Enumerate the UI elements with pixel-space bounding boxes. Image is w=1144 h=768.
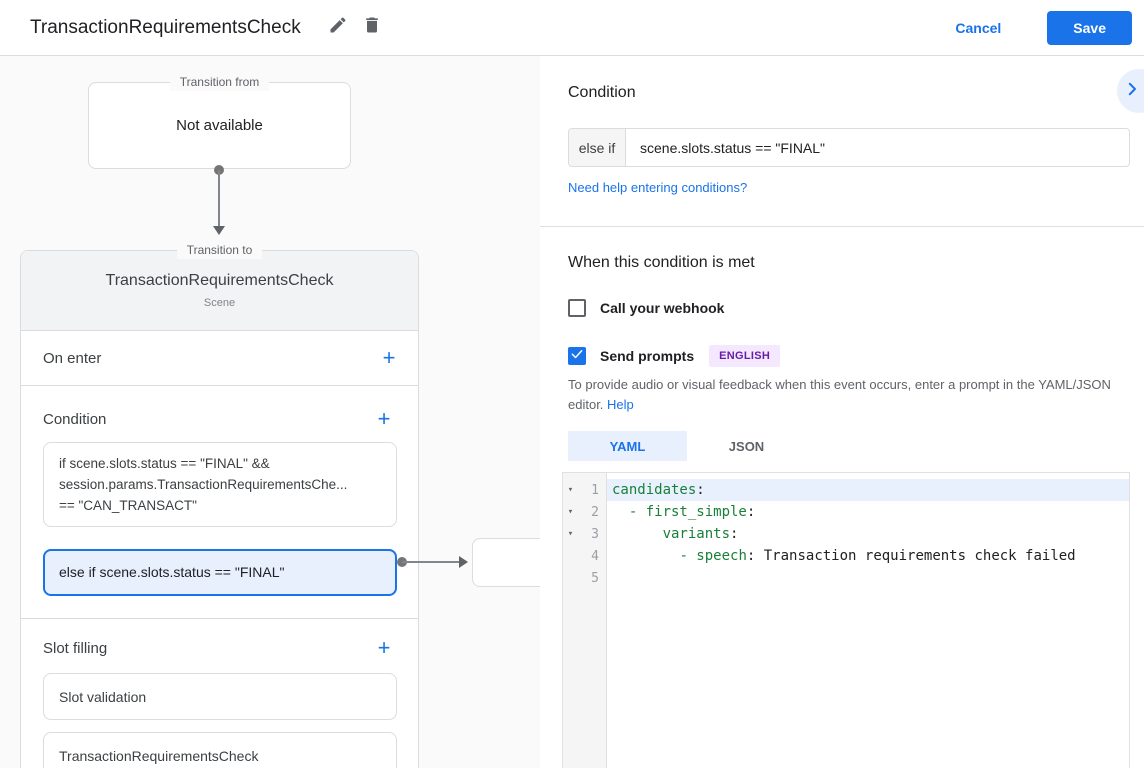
slot-item[interactable]: Slot validation	[43, 673, 397, 720]
connector-line	[402, 561, 459, 563]
top-bar: TransactionRequirementsCheck Cancel Save	[0, 0, 1144, 56]
slot-item[interactable]: TransactionRequirementsCheck	[43, 732, 397, 768]
add-condition-button[interactable]	[371, 406, 397, 432]
when-condition-met-heading: When this condition is met	[568, 254, 755, 271]
line-number: 3	[591, 526, 599, 542]
connector-line	[218, 170, 220, 227]
condition-section-label: Condition	[43, 410, 107, 428]
arrow-down-icon	[213, 226, 225, 235]
add-on-enter-button[interactable]	[376, 345, 402, 371]
prompt-description: To provide audio or visual feedback when…	[568, 375, 1130, 415]
condition-item-line: if scene.slots.status == "FINAL" &&	[59, 456, 270, 471]
code-line: candidates:	[607, 479, 1129, 501]
call-webhook-checkbox[interactable]	[568, 299, 586, 317]
editor-code-area[interactable]: candidates: - first_simple: variants: - …	[607, 473, 1129, 768]
line-number: 2	[591, 504, 599, 520]
trash-icon	[362, 15, 382, 40]
help-link[interactable]: Help	[607, 397, 634, 412]
transition-to-label: Transition to	[176, 242, 263, 259]
tab-yaml[interactable]: YAML	[568, 431, 687, 461]
scene-type-label: Scene	[203, 297, 236, 309]
cancel-button[interactable]: Cancel	[955, 19, 1002, 36]
condition-item-line: session.params.TransactionRequirementsCh…	[59, 477, 348, 492]
tab-json[interactable]: JSON	[728, 438, 765, 454]
slot-item-label: TransactionRequirementsCheck	[59, 747, 259, 764]
editor-format-tabs: YAML JSON	[568, 431, 1144, 461]
slot-item-label: Slot validation	[59, 688, 147, 705]
scene-card-header[interactable]: TransactionRequirementsCheck Scene	[21, 251, 418, 331]
main-area: Transition from Not available Transition…	[0, 56, 1144, 768]
fold-arrow-icon[interactable]	[563, 485, 578, 495]
condition-item-line: == "CAN_TRANSACT"	[59, 498, 197, 513]
line-number: 1	[591, 482, 599, 498]
slot-filling-section: Slot filling Slot validation Transaction…	[21, 619, 418, 768]
transition-from-node: Transition from Not available	[88, 74, 351, 169]
code-line	[607, 567, 1129, 589]
scene-name: TransactionRequirementsCheck	[105, 272, 334, 289]
code-line: variants:	[662, 526, 739, 542]
condition-item-line: else if scene.slots.status == "FINAL"	[59, 564, 285, 580]
send-prompts-checkbox[interactable]	[568, 347, 586, 365]
line-number: 5	[591, 570, 599, 586]
scene-diagram-canvas: Transition from Not available Transition…	[0, 56, 540, 768]
transition-from-value: Not available	[176, 117, 263, 134]
add-slot-button[interactable]	[371, 635, 397, 661]
condition-editor-panel: Condition else if Need help entering con…	[540, 56, 1144, 768]
transition-from-label: Transition from	[169, 74, 270, 91]
chevron-right-icon	[1123, 80, 1144, 103]
call-webhook-label: Call your webhook	[600, 300, 725, 316]
on-enter-row: On enter	[21, 331, 418, 386]
prompt-description-text: To provide audio or visual feedback when…	[568, 377, 1111, 412]
condition-expression-group: else if	[568, 128, 1130, 167]
condition-expression-input[interactable]	[626, 129, 1129, 166]
transition-target-node[interactable]	[472, 538, 540, 587]
checkmark-icon	[570, 347, 584, 366]
yaml-code-editor: 1 2 3 4 5 candidates: - first_simple: va…	[562, 472, 1130, 768]
arrow-right-icon	[459, 556, 468, 568]
fold-arrow-icon[interactable]	[563, 529, 578, 539]
panel-divider	[540, 226, 1144, 227]
edit-scene-button[interactable]	[321, 11, 355, 45]
slot-filling-label: Slot filling	[43, 639, 108, 657]
language-badge: ENGLISH	[709, 345, 781, 367]
save-button[interactable]: Save	[1047, 10, 1132, 45]
on-enter-label: On enter	[43, 349, 102, 367]
scene-card: Transition to TransactionRequirementsChe…	[20, 242, 419, 768]
conditions-help-link[interactable]: Need help entering conditions?	[568, 180, 748, 195]
fold-arrow-icon[interactable]	[563, 507, 578, 517]
pencil-icon	[328, 15, 348, 40]
editor-gutter: 1 2 3 4 5	[563, 473, 607, 768]
code-line: - speech: Transaction requirements check…	[679, 548, 1076, 564]
code-line: - first_simple:	[628, 504, 756, 520]
panel-title: Condition	[568, 84, 636, 101]
prompts-option-row: Send prompts ENGLISH	[568, 345, 1144, 367]
delete-scene-button[interactable]	[355, 11, 389, 45]
condition-item[interactable]: if scene.slots.status == "FINAL" && sess…	[43, 442, 397, 527]
send-prompts-label: Send prompts	[600, 348, 695, 364]
collapse-panel-button[interactable]	[1117, 69, 1144, 113]
condition-item-selected[interactable]: else if scene.slots.status == "FINAL"	[43, 549, 397, 596]
line-number: 4	[591, 548, 599, 564]
else-if-prefix: else if	[569, 129, 626, 166]
webhook-option-row: Call your webhook	[568, 299, 1144, 317]
page-title: TransactionRequirementsCheck	[30, 16, 301, 38]
condition-section: Condition if scene.slots.status == "FINA…	[21, 386, 418, 619]
